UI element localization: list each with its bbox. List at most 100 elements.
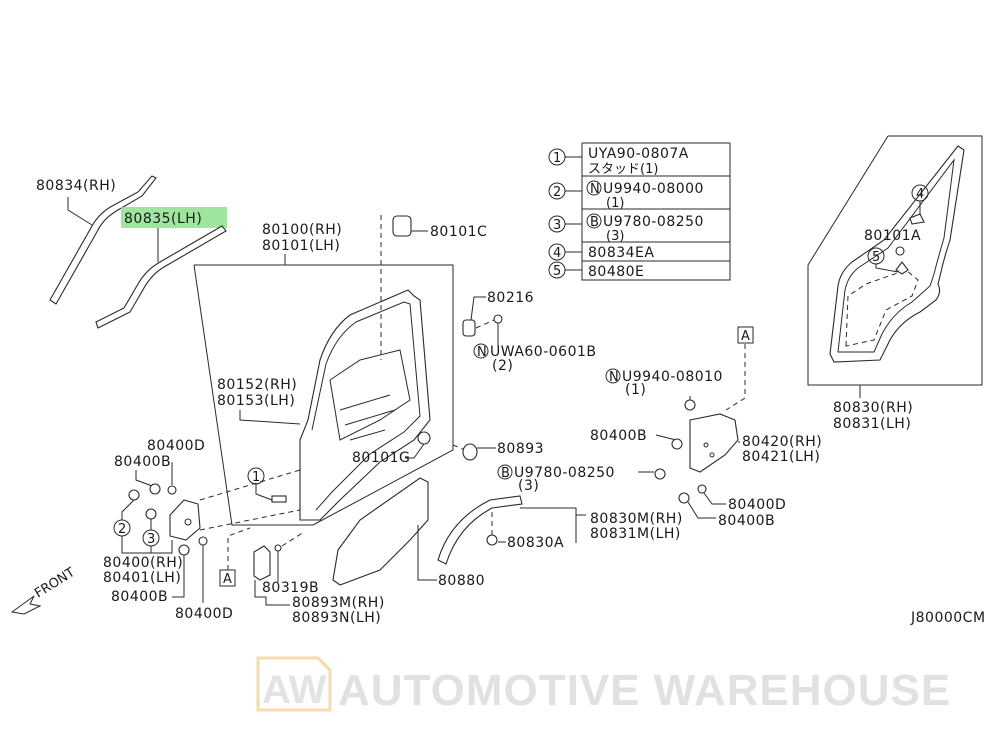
inset-clip-4[interactable]	[909, 213, 925, 225]
check-link-80216-shape[interactable]	[462, 319, 476, 337]
bolt-80400b-right-top[interactable]	[671, 438, 683, 450]
label-80400b-right-top[interactable]: 80400B	[590, 428, 647, 444]
label-80834[interactable]: 80834(RH)	[36, 178, 116, 194]
legend-part-note: (3)	[606, 229, 624, 244]
nut-callout-2[interactable]	[128, 489, 140, 501]
callout-a-right-letter: A	[741, 329, 750, 344]
label-80152[interactable]: 80152(RH)	[217, 377, 297, 393]
washer-80400d-right[interactable]	[697, 484, 707, 494]
weatherstrip-80830-inner	[837, 158, 955, 353]
callout-number-1: 1	[252, 470, 260, 485]
bolt-80400b-left-top[interactable]	[149, 483, 161, 495]
inset-callout-number-5: 5	[872, 250, 880, 265]
legend-row-3[interactable]: 3 B U9780-08250 (3)	[548, 213, 704, 244]
washer-80400d-left-top[interactable]	[167, 485, 177, 495]
weatherstrip-80834-shape[interactable]	[49, 175, 157, 305]
label-80400b-left-bottom[interactable]: 80400B	[111, 589, 168, 605]
label-80101C[interactable]: 80101C	[430, 224, 487, 240]
legend-row-4[interactable]: 4 80834EA	[548, 243, 654, 261]
label-80101[interactable]: 80101(LH)	[262, 238, 340, 254]
label-80831[interactable]: 80831(LH)	[833, 416, 911, 432]
label-80830[interactable]: 80830(RH)	[833, 400, 913, 416]
label-80400d-left-top[interactable]: 80400D	[147, 438, 205, 454]
bolt-u9780-shape[interactable]	[654, 468, 666, 480]
callout-a-left: A	[219, 527, 251, 587]
door-inner-outline	[311, 301, 421, 511]
label-80893m[interactable]: 80893M(RH)	[292, 595, 385, 611]
dashed-guide-80216	[475, 319, 495, 329]
weatherstrip-80835-shape[interactable]	[95, 225, 227, 329]
label-80400[interactable]: 80400(RH)	[103, 555, 183, 571]
nut-uwa60-shape[interactable]	[493, 314, 503, 324]
door-hinge-right-shape[interactable]	[689, 413, 739, 473]
label-80153[interactable]: 80153(LH)	[217, 393, 295, 409]
door-hinge-left-shape[interactable]	[169, 499, 201, 541]
front-direction-indicator: FRONT	[10, 565, 78, 615]
leader-80400-bracket	[121, 536, 173, 554]
label-80400b-right-bottom[interactable]: 80400B	[718, 513, 775, 529]
watermark-logo-frame	[256, 656, 332, 712]
label-80835[interactable]: 80835(LH)	[124, 211, 202, 227]
stopper-80893-shape[interactable]	[462, 443, 478, 461]
inset-clip-80101a[interactable]	[895, 246, 905, 256]
sealing-screen-80880-shape[interactable]	[332, 477, 429, 586]
label-80420[interactable]: 80420(RH)	[742, 434, 822, 450]
legend-border	[581, 142, 731, 281]
clip-80101C-group: 80101C	[392, 215, 487, 240]
label-80401[interactable]: 80401(LH)	[103, 570, 181, 586]
label-80100[interactable]: 80100(RH)	[262, 222, 342, 238]
door-inner-panel[interactable]	[299, 289, 431, 521]
inset-clip-5[interactable]	[895, 261, 909, 275]
legend-callout-number: 4	[553, 246, 561, 261]
label-80216[interactable]: 80216	[487, 290, 534, 306]
dashed-guide-80319b	[281, 531, 305, 547]
label-80893n[interactable]: 80893N(LH)	[292, 610, 381, 626]
clip-80101G-shape[interactable]	[417, 431, 431, 445]
legend-row-2[interactable]: 2 N U9940-08000 (1)	[548, 180, 704, 211]
weatherstrip-80834-group: 80834(RH)	[36, 175, 157, 305]
hinge-left-hole	[184, 518, 192, 526]
label-80400b-left-top[interactable]: 80400B	[114, 454, 171, 470]
dashed-guide-hinge-bottom	[199, 509, 301, 531]
prefix-n-2: N	[609, 370, 619, 385]
stud-shape[interactable]	[271, 495, 287, 503]
clip-80830a-shape[interactable]	[486, 534, 498, 546]
label-80880[interactable]: 80880	[438, 573, 485, 589]
legend-row-5[interactable]: 5 80480E	[548, 261, 644, 280]
legend-callout-number: 2	[553, 185, 561, 200]
bracket-80893m-shape[interactable]	[253, 545, 271, 581]
legend-row-1[interactable]: 1 UYA90-0807A スタッド(1)	[548, 146, 689, 177]
label-80400d-right[interactable]: 80400D	[728, 497, 786, 513]
stopper-80893-group: 80893	[452, 441, 544, 461]
label-80831m[interactable]: 80831M(LH)	[590, 526, 681, 542]
clip-80319b-shape[interactable]	[274, 544, 282, 552]
label-uwa60[interactable]: UWA60-0601B	[490, 344, 597, 360]
label-80830a[interactable]: 80830A	[507, 535, 564, 551]
watermark-text: AUTOMOTIVE WAREHOUSE	[338, 666, 951, 715]
bolt-u9780-group: B U9780-08250 (3)	[497, 464, 666, 494]
nut-u9940-08010-shape[interactable]	[684, 399, 696, 411]
label-80893[interactable]: 80893	[497, 441, 544, 457]
bolt-80400b-right-bottom[interactable]	[678, 492, 690, 504]
label-80830m[interactable]: 80830M(RH)	[590, 511, 683, 527]
bracket-80319b-group: 80319B 80893M(RH) 80893N(LH)	[253, 531, 385, 626]
bolt-80400b-left-bottom[interactable]	[178, 544, 190, 556]
label-80421[interactable]: 80421(LH)	[742, 449, 820, 465]
leader-80893m	[254, 580, 290, 606]
label-80400d-left-bottom[interactable]: 80400D	[175, 606, 233, 622]
washer-80400d-left-bottom[interactable]	[198, 536, 208, 546]
legend-part-note: (1)	[606, 196, 624, 211]
label-u9940-08010[interactable]: U9940-08010	[622, 369, 723, 385]
bolt-callout-3[interactable]	[145, 508, 157, 520]
seal-80830m-shape[interactable]	[437, 495, 523, 565]
callout-a-right: A	[725, 326, 754, 411]
sealing-screen-80880-group: 80880	[332, 477, 485, 589]
prefix-n-circle-2	[605, 368, 621, 384]
hinge-hole-2	[709, 452, 715, 458]
label-80319b[interactable]: 80319B	[262, 580, 319, 596]
clip-80101C-shape[interactable]	[392, 215, 412, 237]
label-80101a[interactable]: 80101A	[864, 228, 921, 244]
label-u9780[interactable]: U9780-08250	[514, 465, 615, 481]
label-80101G[interactable]: 80101G	[352, 450, 410, 466]
